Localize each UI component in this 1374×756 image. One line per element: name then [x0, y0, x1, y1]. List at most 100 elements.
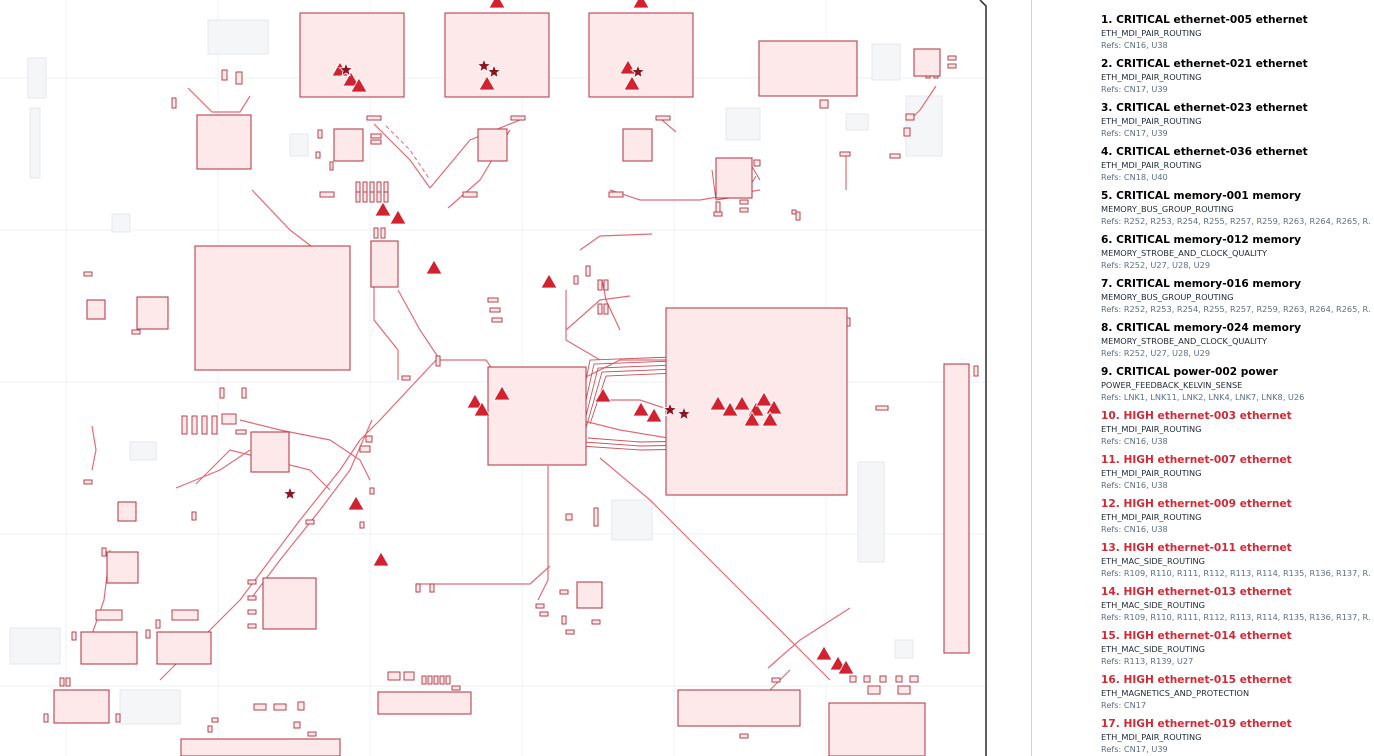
warning-triangle-icon[interactable]	[372, 551, 390, 567]
issue-refs: Refs: CN17, U39	[1101, 128, 1168, 138]
issue-item[interactable]: 1. CRITICAL ethernet-005 ethernet ETH_MD…	[1101, 14, 1371, 51]
issue-title: 7. CRITICAL memory-016 memory	[1101, 278, 1302, 290]
warning-triangle-icon[interactable]	[493, 385, 511, 401]
pad	[145, 629, 151, 639]
pad	[235, 429, 247, 435]
warning-triangle-icon[interactable]	[837, 659, 855, 675]
star-marker-icon[interactable]	[486, 63, 502, 79]
warning-triangle-icon[interactable]	[815, 645, 833, 661]
pad	[561, 615, 567, 625]
pad	[319, 191, 335, 198]
issue-item[interactable]: 12. HIGH ethernet-009 ethernet ETH_MDI_P…	[1101, 498, 1371, 535]
warning-triangle-icon[interactable]	[761, 411, 779, 427]
warning-triangle-icon[interactable]	[733, 395, 751, 411]
warning-triangle-icon[interactable]	[389, 209, 407, 225]
warning-triangle-icon[interactable]	[594, 387, 612, 403]
pad	[247, 595, 257, 601]
issue-item[interactable]: 9. CRITICAL power-002 power POWER_FEEDBA…	[1101, 366, 1371, 403]
board-outline	[979, 0, 987, 756]
issue-item[interactable]: 14. HIGH ethernet-013 ethernet ETH_MAC_S…	[1101, 586, 1371, 623]
issue-refs: Refs: CN17	[1101, 700, 1147, 710]
pad	[427, 675, 433, 685]
pad	[462, 191, 478, 198]
pad	[795, 211, 801, 221]
warning-triangle-icon[interactable]	[755, 391, 773, 407]
issue-item[interactable]: 3. CRITICAL ethernet-023 ethernet ETH_MD…	[1101, 102, 1371, 139]
pad	[445, 675, 451, 685]
issue-item[interactable]: 4. CRITICAL ethernet-036 ethernet ETH_MD…	[1101, 146, 1371, 183]
warning-triangle-icon[interactable]	[350, 77, 368, 93]
warning-triangle-icon[interactable]	[347, 495, 365, 511]
star-marker-icon[interactable]	[630, 63, 646, 79]
issue-refs: Refs: CN16, U38	[1101, 40, 1168, 50]
warning-markers[interactable]	[282, 0, 855, 675]
pad	[235, 71, 243, 85]
issue-item[interactable]: 5. CRITICAL memory-001 memory MEMORY_BUS…	[1101, 190, 1371, 227]
star-marker-icon[interactable]	[662, 401, 678, 417]
warning-triangle-icon[interactable]	[473, 401, 491, 417]
component-small-118	[117, 501, 137, 522]
issue-item[interactable]: 11. HIGH ethernet-007 ethernet ETH_MDI_P…	[1101, 454, 1371, 491]
issue-item[interactable]: 7. CRITICAL memory-016 memory MEMORY_BUS…	[1101, 278, 1371, 315]
issue-rule: POWER_FEEDBACK_KELVIN_SENSE	[1101, 380, 1243, 390]
pad	[355, 191, 361, 203]
pad	[253, 703, 267, 711]
warning-triangle-icon[interactable]	[632, 0, 650, 9]
issue-item[interactable]: 10. HIGH ethernet-003 ethernet ETH_MDI_P…	[1101, 410, 1371, 447]
issue-title: 1. CRITICAL ethernet-005 ethernet	[1101, 14, 1308, 26]
star-marker-icon[interactable]	[338, 61, 354, 77]
star-marker-icon[interactable]	[676, 405, 692, 421]
issue-item[interactable]: 8. CRITICAL memory-024 memory MEMORY_STR…	[1101, 322, 1371, 359]
warning-triangle-icon[interactable]	[342, 71, 360, 87]
warning-triangle-icon[interactable]	[540, 273, 558, 289]
pad	[539, 611, 549, 617]
issue-item[interactable]: 15. HIGH ethernet-014 ethernet ETH_MAC_S…	[1101, 630, 1371, 667]
warning-triangle-icon[interactable]	[623, 75, 641, 91]
pad	[83, 271, 93, 277]
issue-title: 13. HIGH ethernet-011 ethernet	[1101, 542, 1292, 554]
warning-triangle-icon[interactable]	[488, 0, 506, 9]
components[interactable]	[53, 12, 970, 756]
issue-rule: ETH_MDI_PAIR_ROUTING	[1101, 28, 1202, 38]
pad	[487, 297, 499, 303]
warning-triangle-icon[interactable]	[632, 401, 650, 417]
issue-rule: ETH_MDI_PAIR_ROUTING	[1101, 512, 1202, 522]
issue-rule: ETH_MAGNETICS_AND_PROTECTION	[1101, 688, 1250, 698]
issue-title: 3. CRITICAL ethernet-023 ethernet	[1101, 102, 1308, 114]
star-marker-icon[interactable]	[476, 57, 492, 73]
warning-triangle-icon[interactable]	[765, 399, 783, 415]
warning-triangle-icon[interactable]	[466, 393, 484, 409]
issue-rule: MEMORY_STROBE_AND_CLOCK_QUALITY	[1101, 248, 1267, 258]
panel-divider[interactable]	[1031, 0, 1032, 756]
pad	[59, 677, 65, 687]
pad	[219, 387, 225, 399]
pad	[713, 211, 723, 217]
pad	[403, 671, 415, 681]
pad	[593, 507, 599, 527]
pad	[191, 415, 198, 435]
warning-triangle-icon[interactable]	[721, 401, 739, 417]
pad	[849, 675, 857, 683]
issue-item[interactable]: 17. HIGH ethernet-019 ethernet ETH_MDI_P…	[1101, 718, 1371, 755]
component-u27	[487, 366, 587, 466]
pad	[155, 619, 161, 629]
warning-triangle-icon[interactable]	[743, 411, 761, 427]
pad	[355, 181, 361, 193]
star-marker-icon[interactable]	[282, 485, 298, 501]
warning-triangle-icon[interactable]	[709, 395, 727, 411]
pad	[373, 227, 379, 239]
pad	[171, 609, 199, 621]
pad	[370, 139, 382, 145]
warning-triangle-icon[interactable]	[645, 407, 663, 423]
warning-triangle-icon[interactable]	[478, 75, 496, 91]
component-bottom-right-2	[828, 702, 926, 756]
pcb-canvas[interactable]	[0, 0, 988, 756]
pad	[435, 355, 441, 367]
warning-triangle-icon[interactable]	[425, 259, 443, 275]
issue-item[interactable]: 2. CRITICAL ethernet-021 ethernet ETH_MD…	[1101, 58, 1371, 95]
issue-item[interactable]: 6. CRITICAL memory-012 memory MEMORY_STR…	[1101, 234, 1371, 271]
warning-triangle-icon[interactable]	[374, 201, 392, 217]
pcb-board-view[interactable]	[0, 0, 988, 756]
issue-item[interactable]: 13. HIGH ethernet-011 ethernet ETH_MAC_S…	[1101, 542, 1371, 579]
issue-item[interactable]: 16. HIGH ethernet-015 ethernet ETH_MAGNE…	[1101, 674, 1371, 711]
